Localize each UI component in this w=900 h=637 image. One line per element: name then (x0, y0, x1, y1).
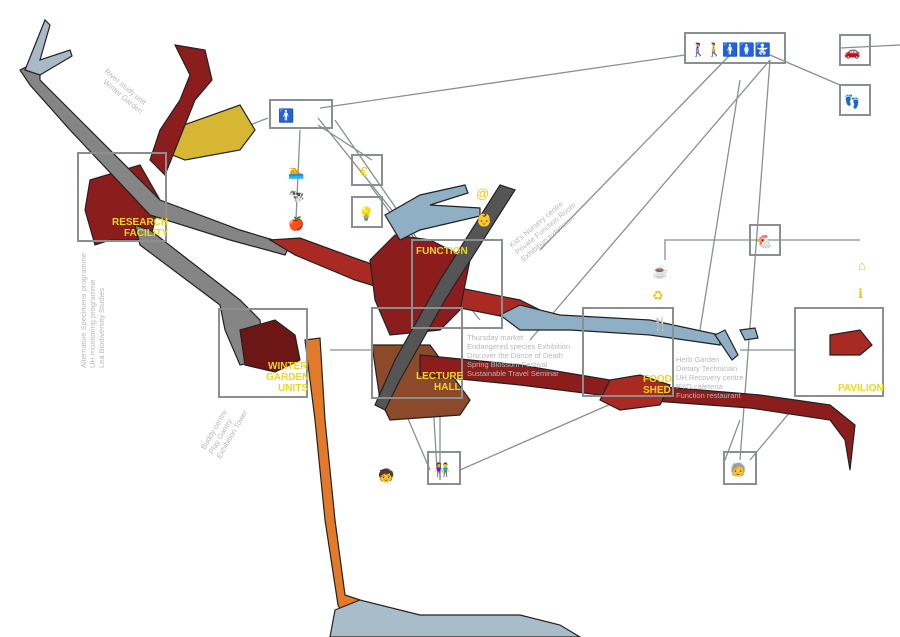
kids-icon: 🧒 (378, 467, 395, 483)
note: UH monitoring programme (88, 280, 97, 368)
swim-icon: 🏊 (288, 164, 304, 179)
note: Lea Biodiversity Studies (97, 288, 106, 368)
top-person-box (269, 99, 333, 129)
note: Herb Garden (676, 355, 719, 364)
pavilion-label: PAVILION (838, 383, 884, 394)
icons: 🚶‍♀🚶🚹🚺🚼 🚗 👣 🚹 € 💡 @ 👶 🏊 🐄 🍎 🐔 ☕ ♻ 🍴 ⌂ ℹ … (278, 42, 866, 483)
food-shed-shape (599, 374, 671, 411)
bulb-icon: 💡 (358, 206, 374, 221)
food-label-1: FOOD (643, 374, 672, 385)
person-icon: 🚹 (278, 108, 294, 123)
function-label: FUNCTION (416, 246, 468, 257)
elder-icon: 🧓 (730, 461, 746, 477)
info-icon: ℹ (858, 286, 863, 301)
note: Thursday market (467, 333, 524, 342)
note: Sustainable Travel Seminar (467, 369, 559, 378)
note: Discover the Dance of Death (467, 351, 563, 360)
couple-box (427, 451, 461, 485)
hen-icon: 🐔 (756, 234, 772, 249)
note: Alternative Specimens programme (79, 253, 88, 368)
pavilion-box (794, 307, 884, 397)
elder-box (723, 451, 757, 485)
users-group-icon: 🚶‍♀🚶🚹🚺🚼 (690, 42, 771, 57)
winter-label-3: UNITS (278, 383, 308, 394)
users-icon-box (684, 32, 786, 64)
apple-icon: 🍎 (288, 215, 304, 231)
recycle-icon: ♻ (652, 288, 664, 303)
bulb-box (351, 196, 383, 228)
note: UH Recovery centre (676, 373, 744, 382)
lecture-label-2: HALL (434, 382, 461, 393)
baby-icon: 👶 (476, 212, 492, 227)
blue-tool-1 (714, 329, 739, 361)
red-tower-shape (149, 44, 213, 177)
research-facility-box (77, 152, 167, 242)
footprints-icon: 👣 (844, 93, 860, 110)
blue-long-path (498, 304, 721, 346)
hen-box (749, 224, 781, 256)
winter-shape (239, 319, 301, 373)
note: Spring Blossom Festival (467, 360, 548, 369)
cutlery-icon: 🍴 (652, 316, 668, 332)
note: Dietary Technician (676, 364, 737, 373)
home-icon: ⌂ (858, 258, 866, 273)
node-boxes (77, 32, 884, 485)
building-shapes (19, 18, 873, 637)
note: Endangered species Exhibition (467, 342, 570, 351)
euro-box (351, 154, 383, 186)
function-box (411, 239, 503, 329)
winter-label-2: GARDEN (266, 372, 309, 383)
winter-label-1: WINTER (268, 361, 308, 372)
research-label-1: RESEARCH (112, 217, 168, 228)
node-labels: RESEARCH FACILITY WINTER GARDEN UNITS FU… (112, 217, 884, 396)
pavilion-shape (829, 329, 873, 356)
research-label-2: FACILITY (124, 228, 169, 239)
food-shed-box (582, 307, 674, 397)
note: Function restaurant (676, 391, 742, 400)
couple-icon: 👫 (434, 462, 450, 477)
cow-icon: 🐄 (288, 188, 304, 203)
car-icon: 🚗 (844, 44, 860, 59)
orange-path (304, 337, 366, 621)
cup-icon: ☕ (652, 263, 668, 279)
blue-bottom-shape (329, 599, 582, 637)
grey-arm-icon (24, 18, 73, 76)
charcoal-line (374, 184, 516, 411)
at-icon: @ (476, 186, 489, 201)
winter-garden-box (218, 308, 308, 398)
blue-tool-2 (739, 327, 759, 341)
car-icon-box (839, 34, 871, 66)
note: PYO cafeteria (676, 382, 724, 391)
lecture-hall-box (371, 307, 463, 399)
food-label-2: SHED (643, 385, 671, 396)
euro-icon: € (360, 164, 368, 179)
footprints-icon-box (839, 84, 871, 116)
blue-hand-shape (384, 184, 481, 241)
lecture-label-1: LECTURE (416, 371, 464, 382)
